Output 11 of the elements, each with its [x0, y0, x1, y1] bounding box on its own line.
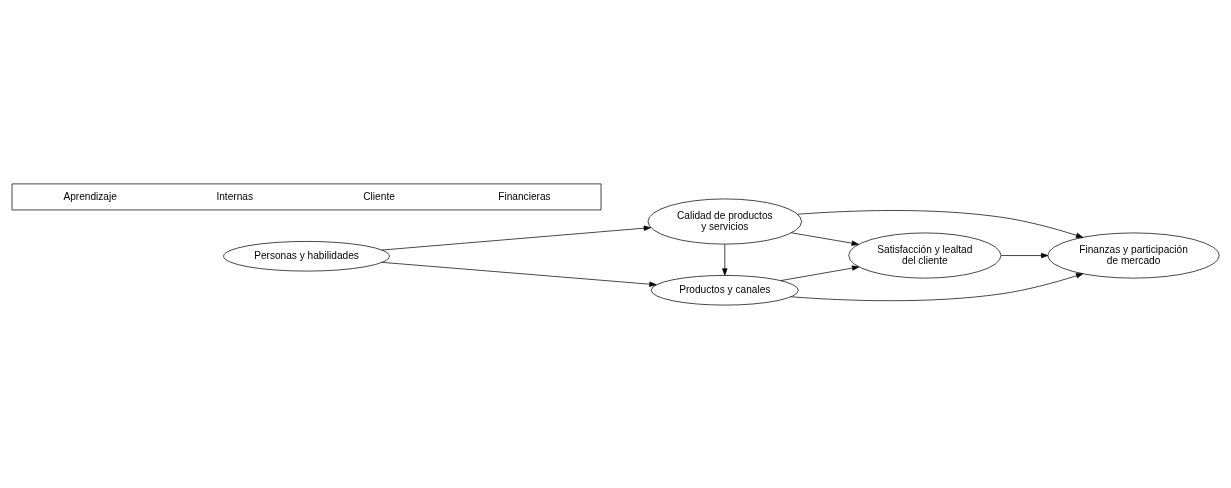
arrow: [1000, 252, 1049, 258]
arrow: [780, 264, 860, 281]
arrow: [381, 225, 651, 250]
node-ellipse: Personas y habilidades: [223, 240, 390, 271]
node-box: Aprendizaje Internas Cliente Financieras: [11, 183, 602, 210]
node-ellipse: Calidad de productos y servicios: [647, 198, 802, 244]
arrow: [381, 261, 657, 287]
arrow: [797, 209, 1084, 238]
arrow: [791, 231, 859, 246]
arrow: [790, 272, 1084, 301]
arrow: [722, 243, 728, 276]
